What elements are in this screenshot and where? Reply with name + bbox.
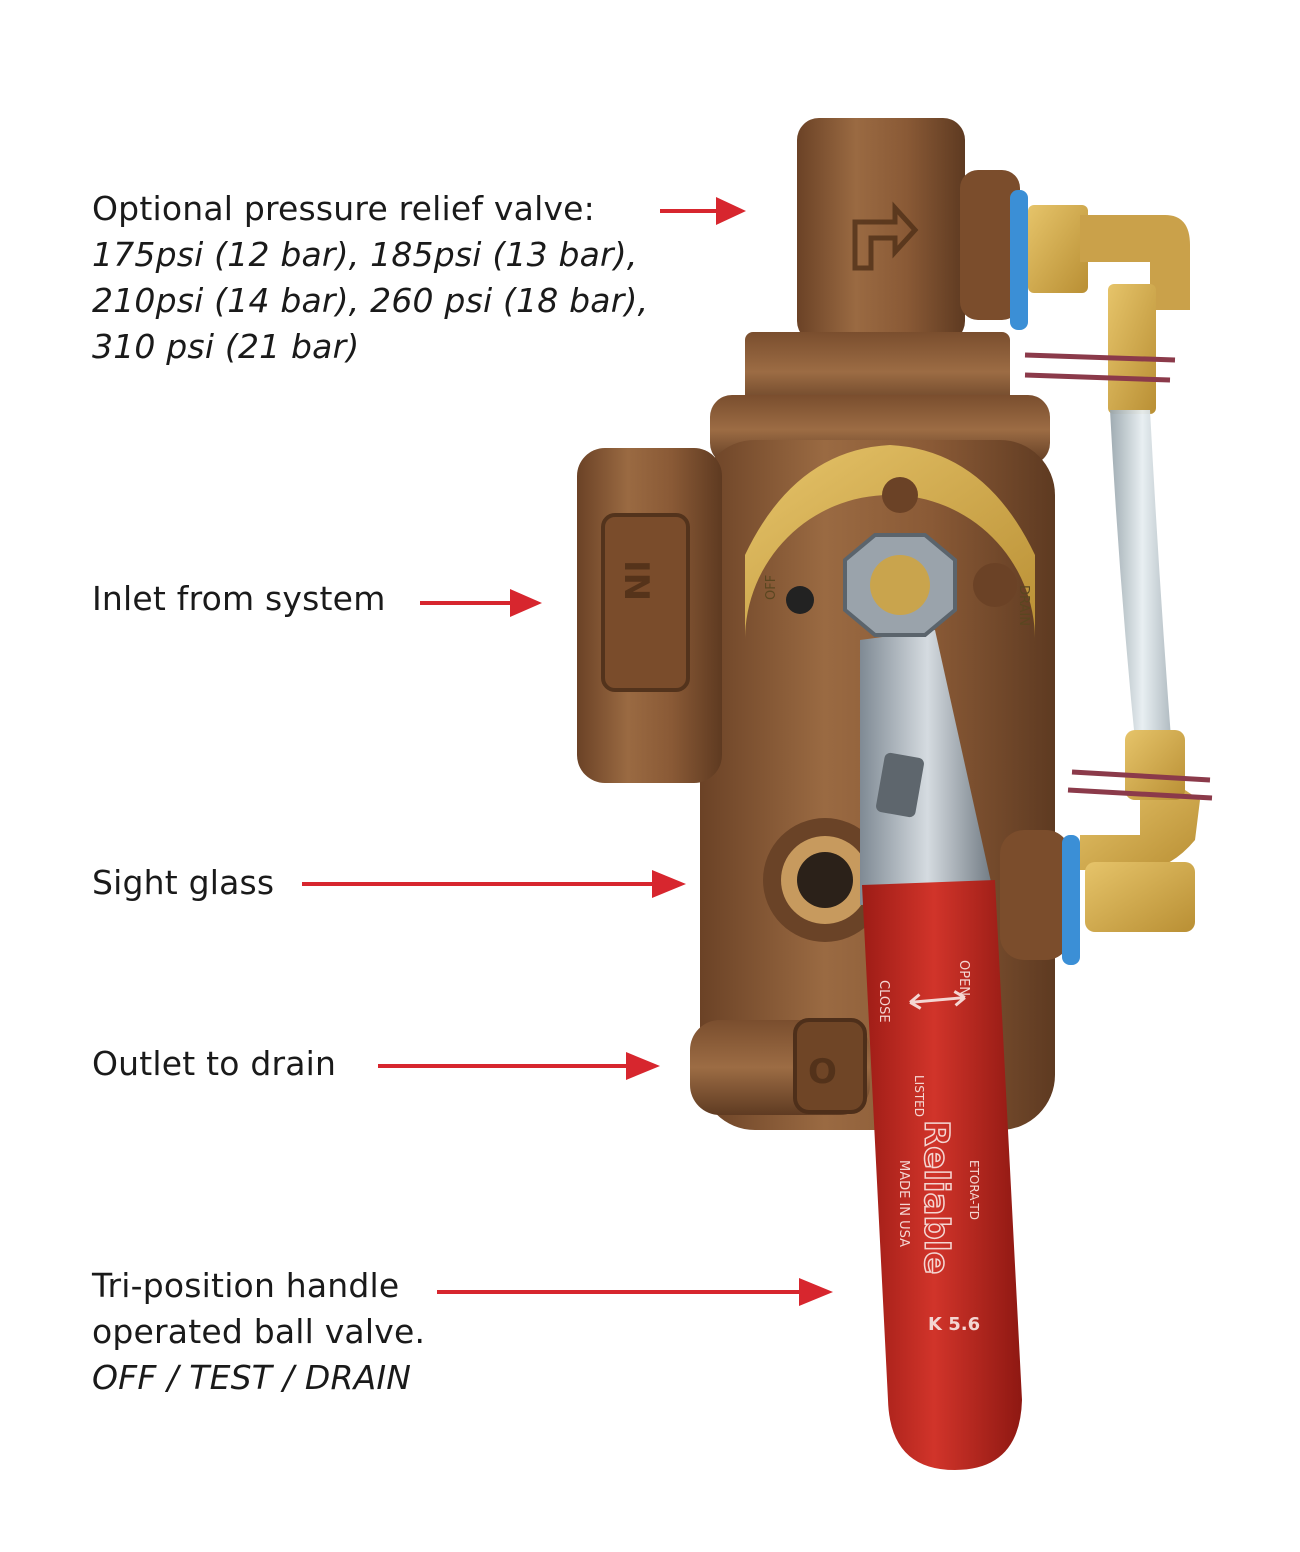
sight-glass-label: Sight glass (92, 863, 275, 902)
inlet-cast-marking: IN (616, 560, 656, 601)
callout-sight-glass: Sight glass (92, 860, 274, 906)
callout-outlet: Outlet to drain (92, 1041, 336, 1087)
relief-valve-option-line: 210psi (14 bar), 260 psi (18 bar), (92, 281, 649, 320)
callout-handle: Tri-position handle operated ball valve.… (92, 1263, 425, 1401)
arrow-outlet (378, 1048, 664, 1084)
svg-text:DRAIN: DRAIN (1016, 585, 1031, 626)
outlet-label: Outlet to drain (92, 1044, 337, 1083)
handle-label-line: operated ball valve. (92, 1312, 426, 1351)
svg-text:CLOSE: CLOSE (876, 980, 891, 1023)
callout-relief-valve: Optional pressure relief valve: 175psi (… (92, 186, 648, 370)
handle-label-line: Tri-position handle (92, 1266, 400, 1305)
handle-steel-arm (843, 533, 995, 905)
svg-text:Reliable: Reliable (916, 1120, 956, 1275)
relief-valve-option-line: 175psi (12 bar), 185psi (13 bar), (92, 235, 638, 274)
handle-modes: OFF / TEST / DRAIN (92, 1358, 412, 1397)
callout-inlet: Inlet from system (92, 576, 386, 622)
relief-valve-option-line: 310 psi (21 bar) (92, 327, 360, 366)
arrow-inlet (420, 585, 545, 621)
red-handle-grip: CLOSE OPEN LISTED Reliable MADE IN USA E… (862, 880, 1022, 1470)
svg-text:K 5.6: K 5.6 (928, 1314, 980, 1335)
svg-text:ETORA-TD: ETORA-TD (967, 1160, 981, 1220)
arrow-handle (437, 1274, 837, 1310)
svg-text:MADE IN USA: MADE IN USA (896, 1160, 911, 1247)
inlet-label: Inlet from system (92, 579, 386, 618)
svg-text:LISTED: LISTED (912, 1075, 926, 1117)
relief-valve-title: Optional pressure relief valve: (92, 189, 596, 228)
outlet-cast-marking: O (808, 1052, 837, 1092)
position-indicator-plate: OFF DRAIN (745, 445, 1035, 640)
arrow-sight-glass (302, 866, 690, 902)
arrow-relief-valve (660, 193, 750, 229)
svg-text:OFF: OFF (764, 575, 779, 600)
svg-text:OPEN: OPEN (956, 960, 971, 996)
sight-tube (1024, 352, 1213, 801)
